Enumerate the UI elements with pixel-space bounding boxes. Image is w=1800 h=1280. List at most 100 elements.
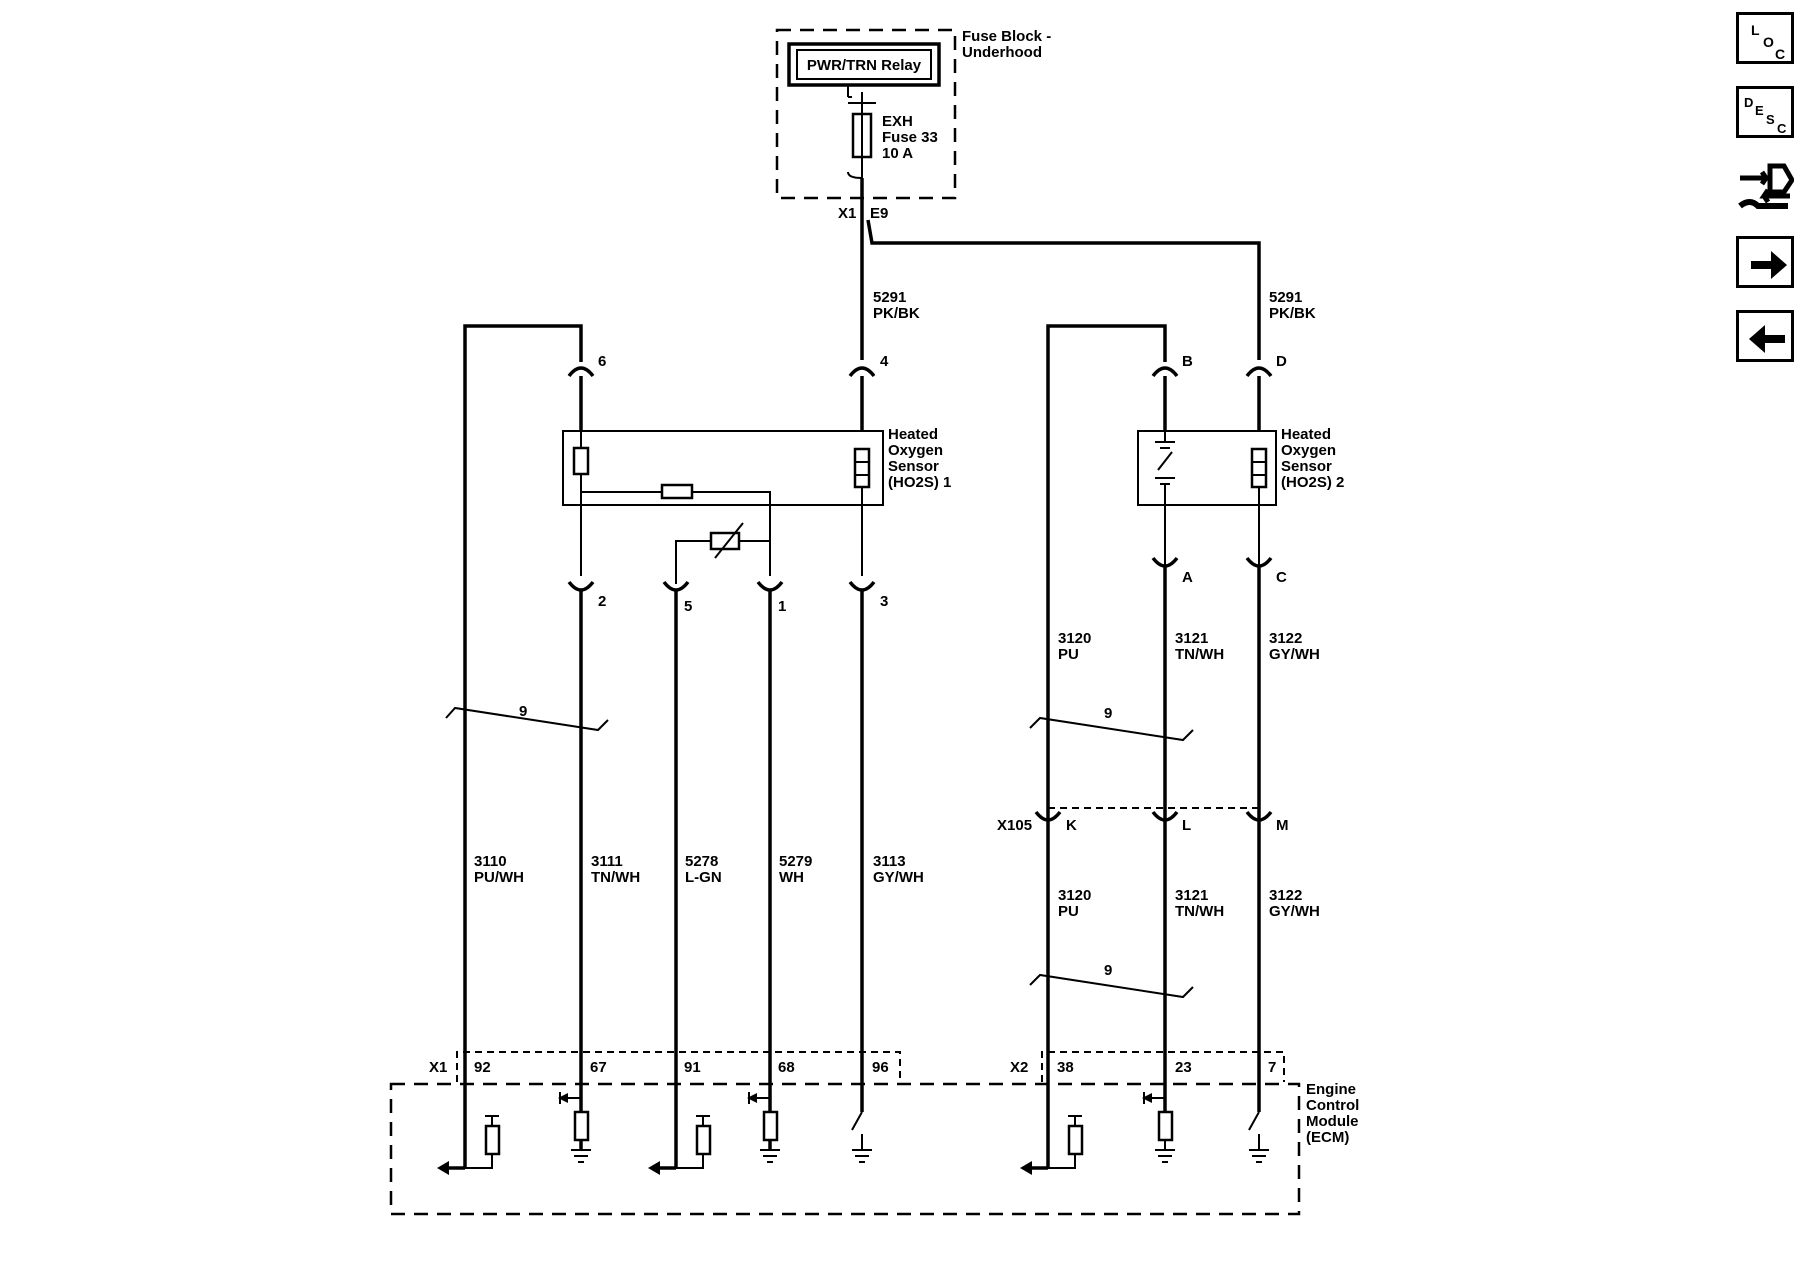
ecm-circuit-96: [851, 1111, 872, 1163]
sensor2-component[interactable]: Heated Oxygen Sensor (HO2S) 2: [1137, 426, 1344, 576]
sensor1-internal-wiring: [580, 432, 771, 576]
x105-pin-K-symbol[interactable]: [1034, 810, 1062, 822]
wire-3121-upper-circuit: 3121: [1175, 630, 1208, 647]
wire-3121-lower-color: TN/WH: [1175, 903, 1224, 920]
wire-3110-top[interactable]: [463, 324, 583, 1168]
sensor1-pin-4-label: 4: [880, 353, 889, 370]
back-button[interactable]: [1736, 310, 1794, 362]
ecm-38-bias-lead: [1048, 1115, 1082, 1169]
sensor2-shield-lower-label: 9: [1104, 962, 1112, 979]
sensor2-label-line4: (HO2S) 2: [1281, 474, 1344, 491]
wire-3122-lower-circuit: 3122: [1269, 887, 1302, 904]
ecm-module[interactable]: Engine Control Module (ECM) X1 92 67 91 …: [389, 1051, 1359, 1216]
sensor2-label-line3: Sensor: [1281, 458, 1332, 475]
feed-wire-branch[interactable]: [866, 219, 1261, 360]
thermistor-wiring: [675, 540, 771, 584]
wire-3120-lower-color: PU: [1058, 903, 1079, 920]
sensor2-cell-symbol: [1155, 432, 1175, 576]
sensor1-pin-1-label: 1: [778, 598, 786, 615]
ecm-circuit-91: [648, 1115, 712, 1175]
fuse-block-title-line2: Underhood: [962, 44, 1042, 61]
sensor1-pin-5-label: 5: [684, 598, 692, 615]
ecm-x2-pin-7: 7: [1268, 1059, 1276, 1076]
thermistor-network[interactable]: [675, 487, 863, 584]
fuse-block-terminal: [847, 160, 863, 179]
loc-icon-letter-3: C: [1775, 46, 1785, 62]
sensor2-shield-lower-line: [1029, 973, 1194, 999]
sensor1-top-wiring: 6 4: [463, 324, 889, 1168]
desc-button[interactable]: D E S C: [1736, 86, 1794, 138]
sensor1-label-line3: Sensor: [888, 458, 939, 475]
wire-3120-upper-circuit: 3120: [1058, 630, 1091, 647]
sensor1-pin-2-label: 2: [598, 593, 606, 610]
loc-button[interactable]: L O C: [1736, 12, 1794, 64]
sensor2-shield-upper-label: 9: [1104, 705, 1112, 722]
sensor2-pin-D-label: D: [1276, 353, 1287, 370]
sensor1-signal-resistor: [660, 483, 694, 500]
connector-pin-2: [567, 580, 595, 592]
arrow-right-icon: [1751, 251, 1787, 279]
ecm-x2-label: X2: [1010, 1059, 1028, 1076]
wire-3113-color: GY/WH: [873, 869, 924, 886]
ecm-x2-connector-box: [1041, 1051, 1285, 1082]
connector-pin-6: [567, 366, 595, 378]
relay-box-outer[interactable]: [787, 42, 941, 87]
wire-3122-upper-circuit: 3122: [1269, 630, 1302, 647]
fuse-label-line2: Fuse 33: [882, 129, 938, 146]
feed-wire-1-circuit: 5291: [873, 289, 906, 306]
sensor2-top-wiring: B D: [1046, 324, 1287, 1168]
connector-tool-button[interactable]: [1736, 154, 1794, 222]
feed-wire-2-circuit: 5291: [1269, 289, 1302, 306]
ecm-circuit-68: [747, 1092, 780, 1163]
arrow-left-icon: [1749, 325, 1785, 353]
wire-3121-upper-color: TN/WH: [1175, 646, 1224, 663]
loc-icon-letter-2: O: [1763, 34, 1774, 50]
connector-pin-D: [1245, 366, 1273, 378]
ecm-x1-pin-67: 67: [590, 1059, 607, 1076]
sensor2-label-line2: Oxygen: [1281, 442, 1336, 459]
wire-3111-color: TN/WH: [591, 869, 640, 886]
loc-icon-letter-1: L: [1751, 22, 1760, 38]
ecm-outline: [389, 1082, 1301, 1216]
ecm-68-arrow: [747, 1093, 757, 1103]
x105-pin-L-symbol[interactable]: [1151, 810, 1179, 822]
fuse-label-line1: EXH: [882, 113, 913, 130]
ecm-circuit-23: [1142, 1092, 1175, 1163]
ecm-91-resistor: [695, 1124, 712, 1156]
wire-5278-circuit: 5278: [685, 853, 718, 870]
sensor2-outline: [1137, 430, 1277, 506]
ecm-x1-pin-68: 68: [778, 1059, 795, 1076]
sensor2-shield-upper-line: [1029, 716, 1194, 742]
ecm-92-resistor: [484, 1124, 501, 1156]
wire-5279-color: WH: [779, 869, 804, 886]
wire-3120-top[interactable]: [1046, 324, 1167, 1168]
ecm-label-line2: Control: [1306, 1097, 1359, 1114]
fuse-block-connector-label: X1: [838, 205, 856, 222]
sensor1-component[interactable]: Heated Oxygen Sensor (HO2S) 1: [562, 426, 951, 576]
sensor2-pin-B-label: B: [1182, 353, 1193, 370]
sensor1-heater-symbol: [853, 447, 871, 489]
sensor1-bottom-connectors: 2 5 1 3: [567, 580, 888, 615]
fuse-block: Fuse Block - Underhood PWR/TRN Relay EXH…: [775, 28, 1051, 222]
desc-icon-letter-4: C: [1777, 121, 1787, 136]
connector-pin-B: [1151, 366, 1179, 378]
ecm-68-ground: [760, 1140, 780, 1163]
wire-3121-lower-circuit: 3121: [1175, 887, 1208, 904]
sensor2-pin-C-label: C: [1276, 569, 1287, 586]
fuse-block-pin-label: E9: [870, 205, 888, 222]
fuse-block-title-line1: Fuse Block -: [962, 28, 1051, 45]
ecm-x1-connector-box: [456, 1051, 901, 1082]
loc-icon: L O C: [1751, 22, 1785, 62]
ecm-91-arrow: [648, 1161, 660, 1175]
wire-3110-circuit: 3110: [474, 853, 507, 870]
x105-pin-M-symbol[interactable]: [1245, 810, 1273, 822]
ecm-circuit-92: [437, 1115, 501, 1175]
ecm-67-ground: [571, 1140, 591, 1163]
thermistor-arrow: [714, 522, 744, 559]
next-button[interactable]: [1736, 236, 1794, 288]
sensor1-harness: 9 3110 PU/WH 3111 TN/WH 5278 L-GN 5279 W…: [445, 590, 924, 1168]
ecm-67-arrow: [558, 1093, 568, 1103]
relay-label: PWR/TRN Relay: [807, 57, 922, 74]
ecm-38-arrow: [1020, 1161, 1032, 1175]
wire-5278-color: L-GN: [685, 869, 722, 886]
